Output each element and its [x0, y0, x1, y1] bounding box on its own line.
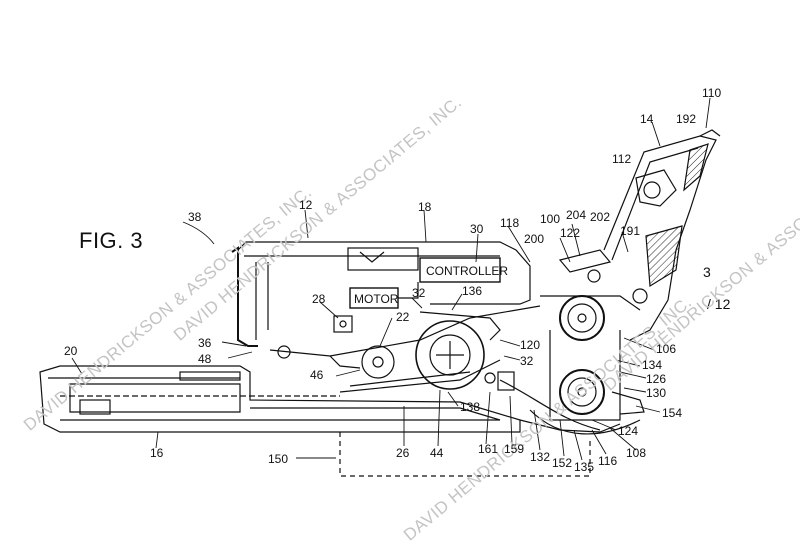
ref-label: 46	[310, 368, 324, 382]
ref-label: 32	[520, 354, 534, 368]
ref-label: 118	[500, 216, 520, 230]
ref-label: 202	[590, 210, 611, 224]
ref-label: 122	[560, 226, 581, 240]
ref-label: 12	[299, 198, 313, 212]
ref-label: 14	[640, 112, 654, 126]
ref-label: 100	[540, 212, 561, 226]
ref-label: 106	[656, 342, 677, 356]
ref-label: 38	[188, 210, 202, 224]
ref-label: 26	[396, 446, 410, 460]
ref-label: 44	[430, 446, 444, 460]
ref-label: 110	[702, 86, 722, 100]
roller-assembly	[484, 249, 648, 435]
ref-label: 152	[552, 456, 573, 470]
ref-label: 124	[618, 424, 639, 438]
ref-label: 18	[418, 200, 432, 214]
ref-label: 20	[64, 344, 78, 358]
ref-label: 134	[642, 358, 663, 372]
hinged-cover	[603, 129, 721, 341]
ref-label: 150	[268, 452, 289, 466]
ref-label: 22	[396, 310, 410, 324]
ref-label: 28	[312, 292, 326, 306]
controller-box-label: CONTROLLER	[426, 264, 509, 278]
ref-label: 200	[524, 232, 545, 246]
ref-label: 161	[478, 442, 499, 456]
ref-label: 135	[574, 460, 595, 474]
motor-box-label: MOTOR	[354, 292, 399, 306]
ref-label: 192	[676, 112, 697, 126]
base-tray	[39, 365, 521, 433]
ref-label: 132	[530, 450, 551, 464]
sheet-number: 3	[703, 264, 711, 280]
ref-label: 159	[504, 442, 525, 456]
main-housing	[231, 241, 531, 347]
ref-label: 32	[412, 286, 426, 300]
ref-label: 108	[626, 446, 647, 460]
ref-label: 112	[612, 152, 632, 166]
ref-label: 130	[646, 386, 667, 400]
ref-label: 136	[462, 284, 483, 298]
ref-label: 30	[470, 222, 484, 236]
ref-label: 138	[460, 400, 481, 414]
ref-label: 204	[566, 208, 587, 222]
ref-label: 116	[598, 454, 618, 468]
ref-label: 191	[620, 224, 641, 238]
sheet-total: / 12	[707, 296, 731, 312]
figure-title: FIG. 3	[79, 228, 144, 253]
drive-mechanism	[269, 305, 541, 393]
ref-label: 126	[646, 372, 667, 386]
ref-label: 36	[198, 336, 212, 350]
ref-label: 48	[198, 352, 212, 366]
dashed-outline	[339, 432, 591, 477]
ref-label: 120	[520, 338, 541, 352]
leader-lines	[71, 97, 711, 461]
ref-label: 154	[662, 406, 683, 420]
ref-label: 16	[150, 446, 164, 460]
